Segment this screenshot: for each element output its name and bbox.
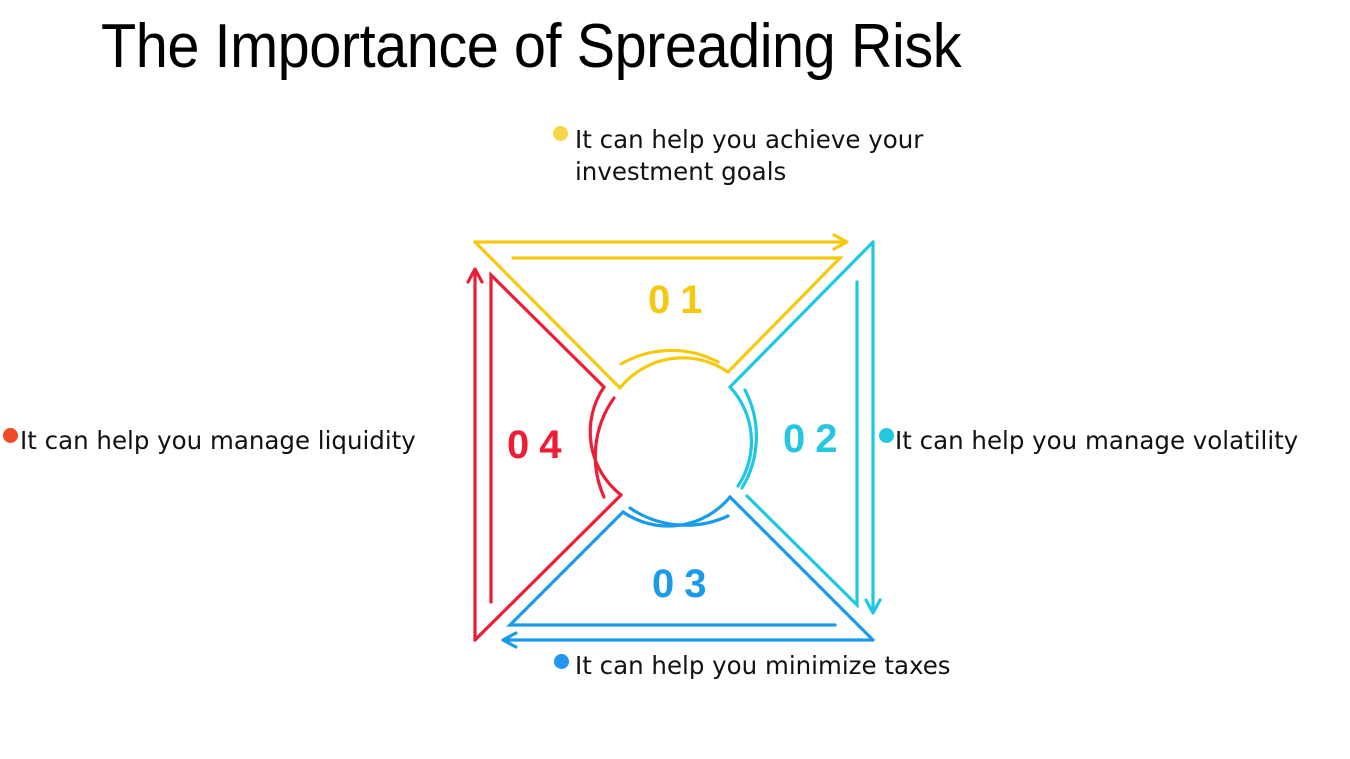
- segment-number-03: 03: [652, 562, 717, 606]
- bullet-dot-yellow-icon: [553, 126, 568, 141]
- segment-01-yellow: [473, 233, 849, 390]
- bullet-text-01: It can help you achieve your investment …: [575, 124, 923, 188]
- bullet-dot-blue-icon: [554, 654, 569, 669]
- segment-03-blue: [501, 495, 875, 649]
- segment-number-04: 04: [507, 423, 572, 467]
- segment-04-red: [466, 267, 623, 642]
- bullet-text-01-line2: investment goals: [575, 157, 787, 186]
- segment-number-01: 01: [648, 278, 713, 322]
- slide-title: The Importance of Spreading Risk: [101, 12, 962, 81]
- segment-02-cyan: [728, 240, 882, 615]
- bullet-dot-cyan-icon: [879, 428, 894, 443]
- bullet-text-03: It can help you minimize taxes: [575, 651, 951, 680]
- bullet-dot-orange-icon: [3, 428, 18, 443]
- bullet-text-04: It can help you manage liquidity: [20, 426, 416, 455]
- segment-number-02: 02: [783, 417, 848, 461]
- bullet-text-02: It can help you manage volatility: [895, 426, 1299, 455]
- bullet-text-01-line1: It can help you achieve your: [575, 125, 924, 154]
